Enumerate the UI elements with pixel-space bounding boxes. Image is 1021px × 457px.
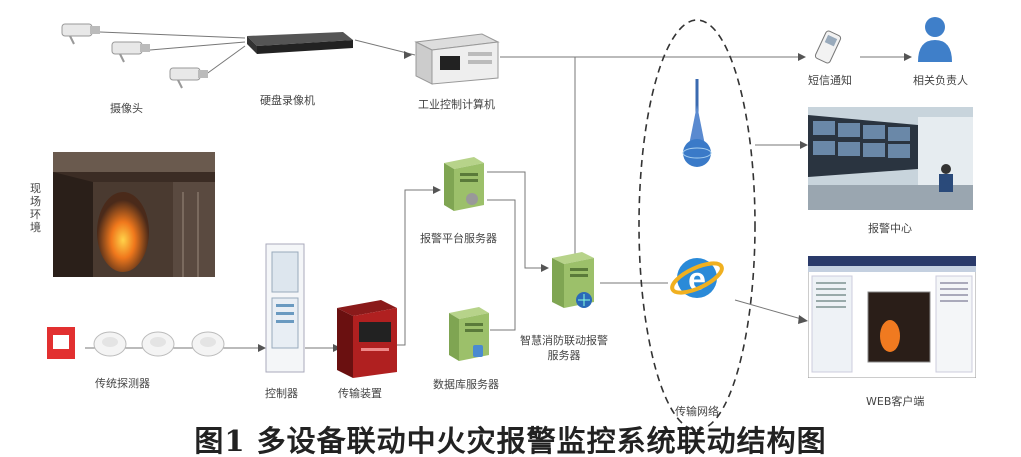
fire-linkage-server-icon xyxy=(548,250,600,316)
alarm-platform-server-icon xyxy=(440,155,488,217)
controller-label: 控制器 xyxy=(265,387,298,400)
industrial-pc-icon xyxy=(412,30,502,89)
smoke-detector-icon xyxy=(140,330,176,364)
detectors-label: 传统探测器 xyxy=(95,377,150,390)
manual-alarm-icon xyxy=(45,325,77,365)
fire-server-label-line1: 智慧消防联动报警服务器 xyxy=(520,334,608,362)
alarm-platform-label: 报警平台服务器 xyxy=(420,232,497,245)
network-label: 传输网络 xyxy=(675,405,719,418)
heat-detector-icon xyxy=(190,330,226,364)
fire-scene-photo xyxy=(53,152,215,277)
alarm-center-photo xyxy=(808,107,973,210)
camera-icon xyxy=(168,62,213,94)
nvr-label: 硬盘录像机 xyxy=(260,94,315,107)
alarm-center-label: 报警中心 xyxy=(868,222,912,235)
nvr-icon xyxy=(243,28,355,62)
camera-icon xyxy=(60,18,105,50)
tower-globe-icon xyxy=(672,75,722,174)
web-client-label: WEB客户端 xyxy=(866,395,925,408)
person-icon xyxy=(915,14,955,68)
database-server-icon xyxy=(445,305,493,367)
phone-icon xyxy=(812,28,848,72)
transmitter-label: 传输装置 xyxy=(338,387,382,400)
camera-icon xyxy=(110,36,155,68)
camera-label: 摄像头 xyxy=(110,102,143,115)
smoke-detector-icon xyxy=(92,330,128,364)
sms-label: 短信通知 xyxy=(808,74,852,87)
controller-cabinet-icon xyxy=(262,242,308,378)
ipc-label: 工业控制计算机 xyxy=(418,98,495,111)
web-client-screenshot xyxy=(807,255,977,379)
figure-caption: 图1 多设备联动中火灾报警监控系统联动结构图 xyxy=(194,424,827,457)
db-server-label: 数据库服务器 xyxy=(433,378,499,391)
browser-e-icon: e xyxy=(668,250,726,310)
transmitter-icon xyxy=(335,298,401,384)
person-label: 相关负责人 xyxy=(913,74,968,87)
scene-label: 现场环境 xyxy=(30,182,41,234)
